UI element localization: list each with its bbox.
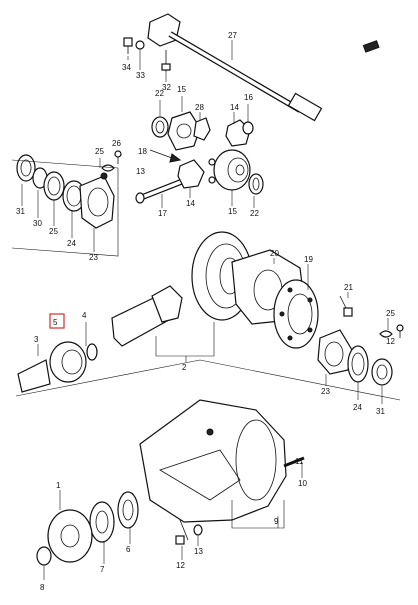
arrow-marker xyxy=(362,40,380,53)
washer-13-lower xyxy=(193,524,203,536)
label-6: 6 xyxy=(126,545,131,554)
side-gear-15-b xyxy=(213,149,251,191)
label-18: 18 xyxy=(138,147,147,156)
label-26: 26 xyxy=(112,139,121,148)
screw-12-right xyxy=(396,324,404,338)
label-27: 27 xyxy=(228,31,237,40)
label-15-a: 15 xyxy=(177,85,186,94)
stud-bolt-10 xyxy=(283,456,305,468)
label-34: 34 xyxy=(122,63,131,72)
clip-25-small xyxy=(101,164,115,172)
label-11: 11 xyxy=(295,457,304,466)
label-13: 13 xyxy=(136,167,145,176)
bolt-34 xyxy=(123,37,133,54)
label-21: 21 xyxy=(344,283,353,292)
label-2: 2 xyxy=(182,363,187,372)
washer-22-a xyxy=(151,116,169,138)
seal-31-b xyxy=(371,358,393,386)
bearing-6 xyxy=(117,491,139,529)
label-14-b: 14 xyxy=(186,199,195,208)
label-22-b: 22 xyxy=(250,209,259,218)
drive-pinion xyxy=(111,285,183,347)
label-25-a: 25 xyxy=(95,147,104,156)
label-4: 4 xyxy=(82,311,87,320)
bearing-case-23-b xyxy=(317,329,353,375)
clip-25-c xyxy=(379,330,393,338)
label-13-b: 13 xyxy=(194,547,203,556)
label-25-b: 25 xyxy=(49,227,58,236)
callout-labels: 27 34 33 32 22 15 28 14 16 26 25 18 13 3… xyxy=(16,31,395,592)
flange-19 xyxy=(273,279,319,349)
seal-31-a xyxy=(16,154,36,182)
bearing-3 xyxy=(17,341,87,393)
screw-26 xyxy=(114,150,122,164)
label-32: 32 xyxy=(162,83,171,92)
label-1: 1 xyxy=(56,481,61,490)
label-16: 16 xyxy=(244,93,253,102)
label-7: 7 xyxy=(100,565,105,574)
washer-22-b xyxy=(248,173,264,195)
axle-shaft xyxy=(147,13,323,122)
nut-33 xyxy=(135,40,145,50)
label-15-b: 15 xyxy=(228,207,237,216)
washer-16 xyxy=(242,121,254,135)
label-12-b: 12 xyxy=(176,561,185,570)
bearing-case-23 xyxy=(79,172,115,229)
label-24-b: 24 xyxy=(353,403,362,412)
label-8: 8 xyxy=(40,583,45,592)
bolt-32 xyxy=(161,50,171,72)
label-14-a: 14 xyxy=(230,103,239,112)
label-10: 10 xyxy=(298,479,307,488)
arrow-18 xyxy=(149,149,182,163)
highlight-box-part-5 xyxy=(49,313,65,329)
label-23-b: 23 xyxy=(321,387,330,396)
seal-7 xyxy=(89,501,115,543)
label-3: 3 xyxy=(34,335,39,344)
adjuster-24-b xyxy=(347,345,369,383)
label-9: 9 xyxy=(274,517,279,526)
flange-1 xyxy=(47,509,93,563)
differential-carrier xyxy=(139,399,287,523)
label-22-a: 22 xyxy=(155,89,164,98)
label-23: 23 xyxy=(89,253,98,262)
pinion-gear-14-b xyxy=(177,159,205,189)
leader-lines xyxy=(21,40,389,580)
label-31-a: 31 xyxy=(16,207,25,216)
label-17: 17 xyxy=(158,209,167,218)
label-33: 33 xyxy=(136,71,145,80)
label-12: 12 xyxy=(386,337,395,346)
label-19: 19 xyxy=(304,255,313,264)
bolt-12-lower xyxy=(175,519,189,545)
label-25-c: 25 xyxy=(386,309,395,318)
nut-8 xyxy=(36,546,52,566)
side-gear-15-a xyxy=(167,111,201,151)
spacer-4 xyxy=(86,343,98,361)
label-20: 20 xyxy=(270,249,279,258)
bolt-21 xyxy=(339,295,353,317)
label-5: 5 xyxy=(53,318,58,327)
label-30: 30 xyxy=(33,219,42,228)
label-31-b: 31 xyxy=(376,407,385,416)
pinion-gear-28 xyxy=(193,117,211,141)
bearing-25-a xyxy=(43,171,65,201)
label-28: 28 xyxy=(195,103,204,112)
label-24-a: 24 xyxy=(67,239,76,248)
